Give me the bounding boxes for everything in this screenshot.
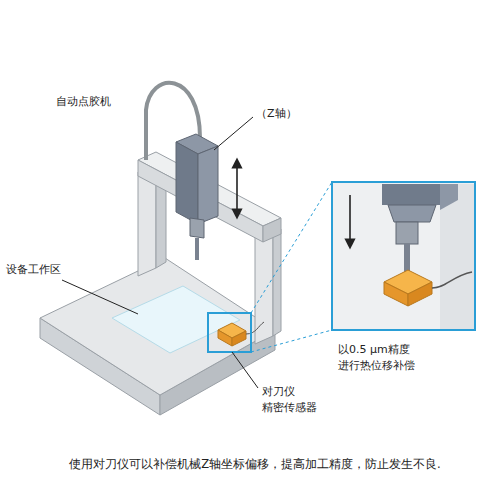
area-label: 设备工作区 — [6, 262, 96, 278]
caption: 使用对刀仪可以补偿机械Z轴坐标偏移，提高加工精度，防止发生不良. — [20, 456, 490, 473]
machine-name: 自动点胶机 — [56, 94, 176, 110]
axis-label: （Z轴） — [256, 106, 336, 122]
precision-note: 以0.5 µm精度 进行热位移补偿 — [338, 342, 438, 374]
sensor-label: 对刀仪 精密传感器 — [262, 384, 342, 416]
